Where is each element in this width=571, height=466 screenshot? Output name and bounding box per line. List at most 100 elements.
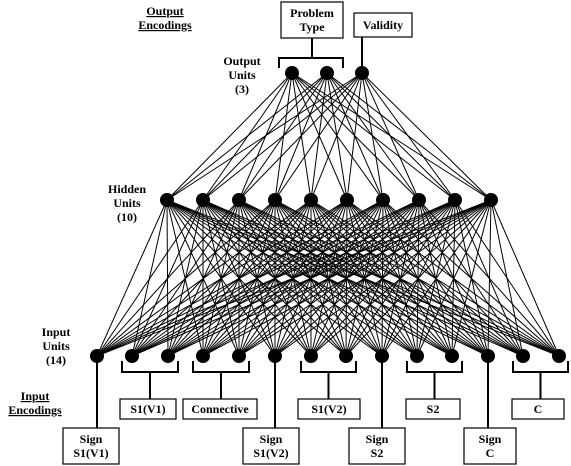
c-box-label-line-1: C [534, 402, 543, 416]
hidden-unit-7 [376, 193, 390, 207]
sign-s2-box-label-line-1: Sign [366, 432, 389, 446]
sign-s1-v1-box-label-line-1: Sign [80, 432, 103, 446]
input-encodings-heading-line-1: Input [21, 389, 50, 403]
s1-v1-box-label-line-1: S1(V1) [130, 402, 165, 416]
input-unit-2 [125, 349, 139, 363]
hidden-unit-10 [484, 193, 498, 207]
input-units-label-line-3: (14) [46, 353, 66, 367]
edge-input-4-hidden-1 [166, 199, 204, 357]
validity-box-label: Validity [363, 18, 403, 32]
problem-type-bracket [278, 57, 344, 68]
edge-input-1-hidden-1 [96, 199, 168, 357]
edge-input-3-hidden-1 [166, 199, 169, 357]
hidden-unit-2 [196, 193, 210, 207]
input-units-label-line-1: Input [42, 325, 71, 339]
problem-type-box-label-line-2: Type [299, 20, 325, 34]
s1-v2-box [297, 398, 361, 420]
sign-s1-v2-box-label-line-2: S1(V2) [253, 446, 288, 460]
edge-input-14-hidden-8 [418, 199, 560, 357]
edge-hidden-10-output-2 [326, 72, 492, 201]
sign-s2-box [348, 427, 406, 465]
sign-s1-v1-box [62, 427, 120, 465]
connective-box-label: Connective [191, 402, 249, 416]
input-unit-5 [232, 349, 246, 363]
edge-input-14-hidden-10 [490, 199, 560, 357]
hidden-unit-5 [304, 193, 318, 207]
edge-hidden-10-output-1 [291, 72, 492, 201]
validity-box [353, 12, 413, 38]
edge-hidden-10-output-3 [361, 72, 492, 201]
output-encodings-heading-line-2: Encodings [138, 18, 192, 32]
sign-s1-v2-box-label-line-1: Sign [260, 432, 283, 446]
output-units-label-line-1: Output [223, 54, 260, 68]
s2-box [405, 398, 461, 420]
edge-input-14-hidden-3 [238, 199, 560, 357]
edge-input-14-hidden-9 [454, 199, 560, 357]
s1-v2-box-label: S1(V2) [311, 402, 346, 416]
edge-input-10-hidden-1 [166, 199, 418, 357]
edge-hidden-4-output-1 [274, 72, 293, 201]
hidden-units-label-line-2: Units [113, 196, 141, 210]
problem-type-box-label-line-1: Problem [290, 6, 334, 20]
hidden-unit-9 [448, 193, 462, 207]
sign-c-box-label-line-1: Sign [479, 432, 502, 446]
output-unit-3 [355, 66, 369, 80]
input-unit-4 [196, 349, 210, 363]
edge-hidden-1-output-1 [166, 72, 293, 201]
input-encodings-heading-line-2: Encodings [8, 403, 62, 417]
edge-input-11-hidden-1 [166, 199, 453, 357]
output-encodings-heading-line-1: Output [146, 4, 183, 18]
edge-input-14-hidden-4 [274, 199, 560, 357]
edge-input-14-hidden-2 [202, 199, 560, 357]
edge-input-14-hidden-1 [166, 199, 560, 357]
edge-hidden-2-output-1 [202, 72, 293, 201]
s1-v1-box-label: S1(V1) [130, 402, 165, 416]
hidden-unit-3 [232, 193, 246, 207]
hidden-unit-6 [340, 193, 354, 207]
output-unit-1 [285, 66, 299, 80]
edge-input-5-hidden-1 [166, 199, 240, 357]
edge-hidden-8-output-1 [291, 72, 420, 201]
connective-box [182, 398, 258, 420]
s1-v1-box [119, 398, 177, 420]
edge-input-14-hidden-7 [382, 199, 560, 357]
hidden-unit-4 [268, 193, 282, 207]
edge-input-14-hidden-6 [346, 199, 560, 357]
edge-hidden-7-output-1 [291, 72, 384, 201]
edge-input-7-hidden-1 [166, 199, 312, 357]
edge-input-2-hidden-1 [131, 199, 168, 357]
input-units-label-line-2: Units [42, 339, 70, 353]
input-unit-11 [445, 349, 459, 363]
hidden-unit-1 [160, 193, 174, 207]
diagram-shapes [62, 1, 569, 465]
output-units-label-line-2: Units [228, 68, 256, 82]
input-unit-10 [410, 349, 424, 363]
edge-hidden-9-output-1 [291, 72, 456, 201]
edge-input-8-hidden-1 [166, 199, 347, 357]
s2-box-label: S2 [427, 402, 440, 416]
validity-box-label-line-1: Validity [363, 18, 403, 32]
input-unit-13 [516, 349, 530, 363]
sign-s1-v2-box [242, 427, 300, 465]
input-unit-3 [161, 349, 175, 363]
hidden-units-label-line-1: Hidden [108, 182, 146, 196]
edge-hidden-5-output-1 [291, 72, 312, 201]
input-unit-8 [339, 349, 353, 363]
hidden-unit-8 [412, 193, 426, 207]
sign-c-box-label-line-2: C [486, 446, 495, 460]
c-box [511, 398, 565, 420]
edge-input-14-hidden-5 [310, 199, 560, 357]
connection-edges [96, 72, 560, 357]
hidden-units-label-line-3: (10) [117, 210, 137, 224]
